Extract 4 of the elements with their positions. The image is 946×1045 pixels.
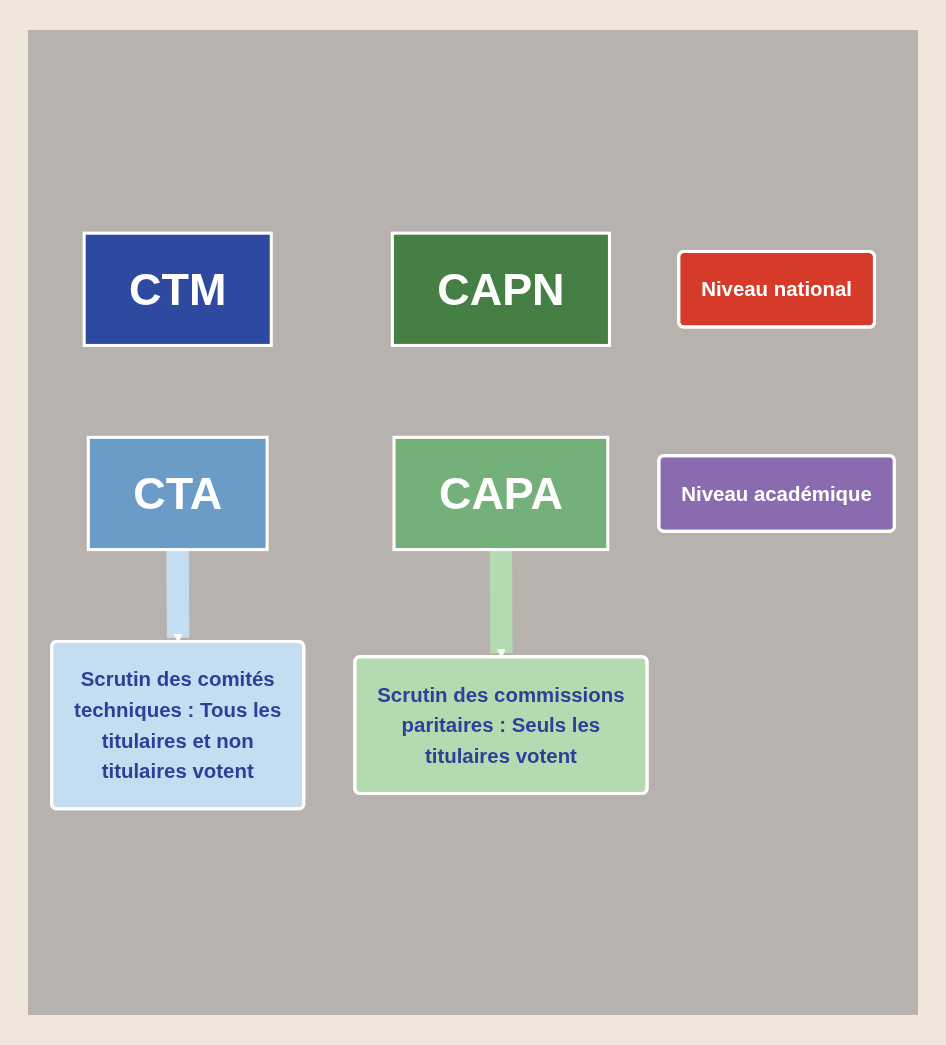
node-box: CTM <box>82 231 273 347</box>
node-box: CAPA <box>392 435 610 551</box>
node-box: CAPN <box>390 231 611 347</box>
node-box: CTA <box>86 435 269 551</box>
